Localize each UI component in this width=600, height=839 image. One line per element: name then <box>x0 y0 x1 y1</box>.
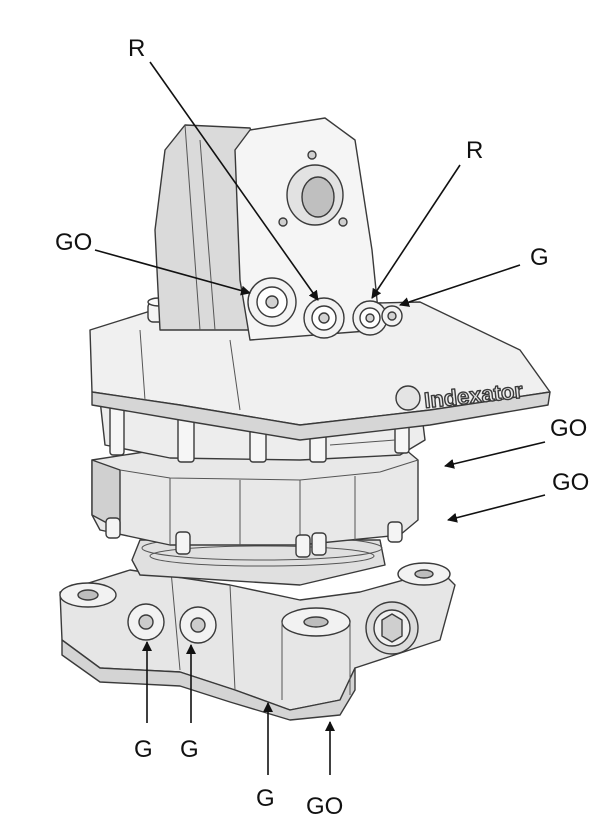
label-go-right-2: GO <box>552 469 589 496</box>
label-g-bottom-3: G <box>256 785 275 812</box>
arrow-r-left <box>149 61 319 301</box>
bottom-housing <box>59 559 456 721</box>
callout-labels: R R GO G GO GO G G G GO <box>55 35 589 820</box>
callout-arrows <box>94 61 546 775</box>
label-g-upper-right: G <box>530 244 549 271</box>
top-flange: Indexator <box>89 297 551 441</box>
label-r-top-left: R <box>128 35 145 62</box>
label-go-bottom: GO <box>306 793 343 820</box>
label-g-bottom-1: G <box>134 736 153 763</box>
arrow-r-right <box>371 164 461 299</box>
middle-ring <box>91 444 419 558</box>
label-r-top-right: R <box>466 137 483 164</box>
top-link <box>154 117 403 341</box>
arrow-go-upper-left <box>94 249 251 296</box>
label-g-bottom-2: G <box>180 736 199 763</box>
arrow-g-upper-right <box>399 264 521 307</box>
arrow-go-right-2 <box>447 494 546 523</box>
arrow-go-right-1 <box>444 441 546 469</box>
label-go-upper-left: GO <box>55 229 92 256</box>
label-go-right-1: GO <box>550 415 587 442</box>
